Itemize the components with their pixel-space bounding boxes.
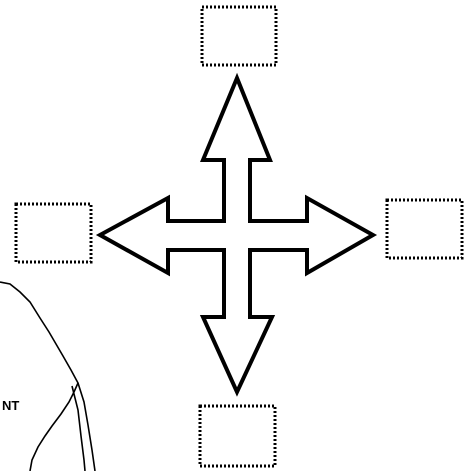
map-outline — [0, 282, 78, 471]
box-south[interactable] — [200, 406, 275, 466]
box-east[interactable] — [387, 200, 462, 258]
map-fragment: NT — [0, 282, 95, 471]
box-north[interactable] — [202, 7, 276, 65]
box-west[interactable] — [16, 204, 91, 262]
four-way-arrow — [100, 78, 373, 392]
map-label: NT — [2, 398, 19, 413]
